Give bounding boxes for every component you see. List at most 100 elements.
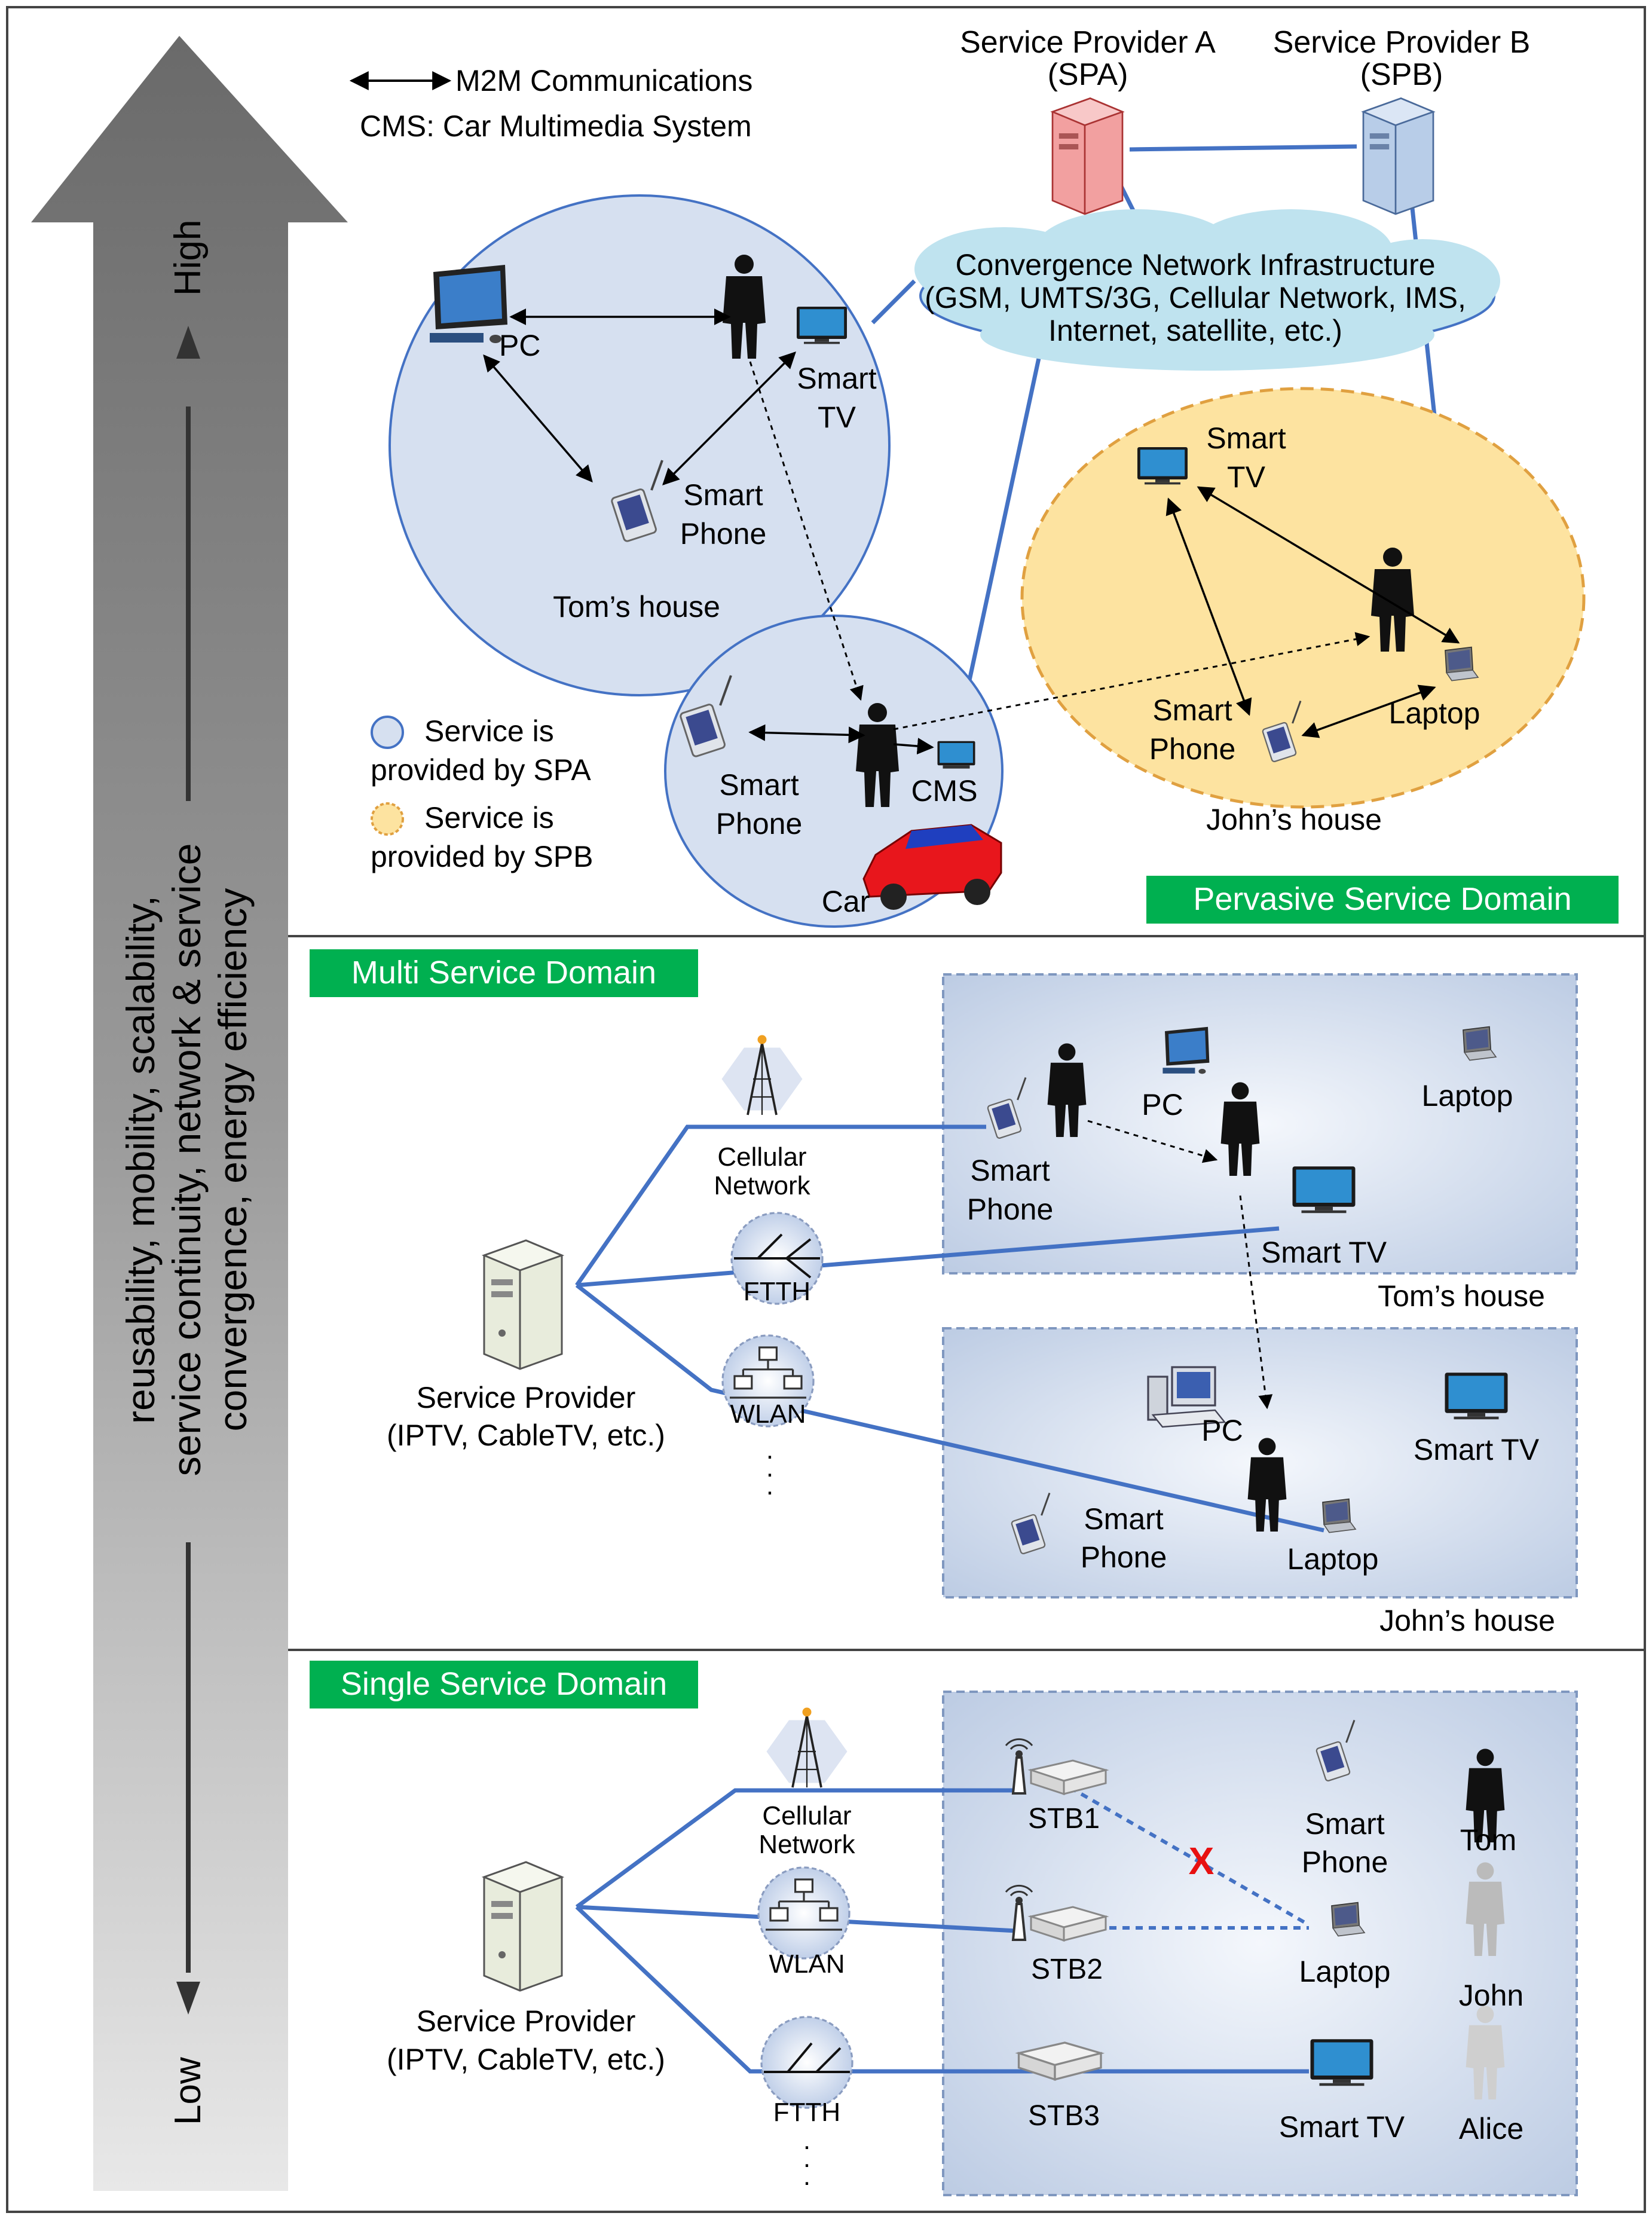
multi-wlan-label: WLAN <box>730 1399 806 1429</box>
stb1-label: STB1 <box>1028 1803 1100 1835</box>
cms-icon <box>937 741 975 769</box>
multi-john-pc-icon <box>1147 1366 1226 1428</box>
axis-desc-line-1: reusability, mobility, scalability, <box>118 895 163 1424</box>
tom-pc-phone-link <box>483 354 593 483</box>
axis-desc-line-2: service continuity, network & service <box>164 843 209 1477</box>
multi-john-pc-label: PC <box>1201 1414 1243 1447</box>
single-laptop-label: Laptop <box>1299 1955 1391 1988</box>
car-label: Car <box>822 885 870 918</box>
legend-cms-text: CMS: Car Multimedia System <box>360 109 752 143</box>
spa-title: Service Provider A <box>960 25 1216 60</box>
spb-server-icon <box>1361 97 1436 215</box>
multi-links <box>575 1124 1324 1533</box>
single-header-text: Single Service Domain <box>341 1666 667 1702</box>
cms-label: CMS <box>911 774 977 808</box>
tom-tv-phone-link <box>662 352 796 485</box>
multi-john-phone-label-2: Phone <box>1081 1541 1167 1574</box>
cloud-line-1: Convergence Network Infrastructure <box>955 248 1435 282</box>
tom-name-label: Tom <box>1460 1823 1516 1857</box>
john-tv-icon <box>1137 447 1188 485</box>
john-phone-label-2: Phone <box>1149 732 1236 766</box>
single-provider-server-icon <box>483 1861 563 1992</box>
multi-provider-server-icon <box>483 1239 563 1370</box>
multi-cellular-label-2: Network <box>714 1171 810 1200</box>
single-phone-label-1: Smart <box>1305 1807 1384 1841</box>
multi-header-text: Multi Service Domain <box>351 955 656 991</box>
single-cellular-label-1: Cellular <box>762 1801 851 1830</box>
car-to-john-dotted <box>893 632 1370 731</box>
multi-cellular-label-1: Cellular <box>717 1142 806 1172</box>
single-provider-line-1: Service Provider <box>417 2004 636 2038</box>
tom-pc-label: PC <box>499 329 540 362</box>
single-blocked-mark: X <box>1189 1839 1214 1882</box>
tom-phone-label-2: Phone <box>680 517 767 551</box>
single-wlan-label: WLAN <box>769 1949 845 1979</box>
multi-header <box>310 949 698 997</box>
single-ellipsis-3: . <box>803 2162 810 2191</box>
john-house-label: John’s house <box>1206 803 1382 836</box>
legend-spa-circle <box>371 716 404 749</box>
alice-name-label: Alice <box>1459 2112 1523 2145</box>
tom-house-label: Tom’s house <box>553 590 720 623</box>
john-tv-phone-link <box>1165 497 1252 716</box>
axis-desc-line-3: convergence, energy efficiency <box>210 888 255 1432</box>
single-tv-label: Smart TV <box>1279 2110 1405 2144</box>
legend-spb-line-1: Service is <box>424 801 554 835</box>
multi-tom-house-label: Tom’s house <box>1378 1279 1545 1313</box>
john-tv-label-1: Smart <box>1206 421 1286 455</box>
single-ftth-label: FTTH <box>773 2098 840 2127</box>
john-name-label: John <box>1459 1979 1523 2012</box>
john-person-icon-single <box>1466 1862 1505 1956</box>
legend-spb-line-2: provided by SPB <box>371 840 593 873</box>
multi-john-house-label: John’s house <box>1379 1604 1555 1637</box>
cloud-line-3: Internet, satellite, etc.) <box>1048 314 1342 347</box>
single-tv-icon <box>1310 2039 1373 2086</box>
multi-tom-to-john-move <box>1239 1195 1273 1410</box>
single-ellipsis-1: . <box>803 2126 810 2155</box>
multi-john-laptop-label: Laptop <box>1287 1542 1379 1576</box>
legend-m2m-text: M2M Communications <box>455 64 752 97</box>
multi-provider-line-2: (IPTV, CableTV, etc.) <box>387 1419 665 1452</box>
multi-tom-phone-label-1: Smart <box>970 1154 1050 1187</box>
multi-tom-laptop-label: Laptop <box>1422 1079 1513 1112</box>
tom-phone-label-1: Smart <box>683 478 763 512</box>
car-phone-label-1: Smart <box>719 768 799 802</box>
multi-tom-tv-label: Smart TV <box>1261 1236 1387 1269</box>
spa-server-icon <box>1050 97 1125 215</box>
multi-john-tv-label: Smart TV <box>1414 1433 1540 1466</box>
scale-arrow <box>31 36 348 2191</box>
multi-tom-pc-label: PC <box>1142 1088 1183 1121</box>
multi-tom-person-move <box>1087 1120 1218 1163</box>
multi-provider-line-1: Service Provider <box>417 1381 636 1414</box>
pervasive-header <box>1146 876 1619 924</box>
tom-tv-label-1: Smart <box>797 362 876 395</box>
multi-ellipsis-3: . <box>766 1471 773 1500</box>
single-phone-label-2: Phone <box>1302 1845 1388 1879</box>
alice-person-icon-single <box>1466 2006 1505 2099</box>
single-provider-line-2: (IPTV, CableTV, etc.) <box>387 2043 665 2076</box>
multi-tom-phone-label-2: Phone <box>967 1193 1054 1226</box>
convergence-cloud <box>914 209 1500 371</box>
axis-high: High <box>167 219 209 296</box>
multi-john-tv-icon <box>1445 1373 1508 1420</box>
legend-spa-line-1: Service is <box>424 714 554 748</box>
car-person-phone-link <box>748 724 865 744</box>
multi-tom-tv-icon <box>1292 1166 1356 1214</box>
multi-tom-house-box <box>942 973 1578 1274</box>
single-wlan-icon <box>757 1866 851 1960</box>
stb3-label: STB3 <box>1028 2100 1100 2132</box>
car-icon <box>862 824 1002 910</box>
john-house-ellipse <box>1020 387 1586 809</box>
single-ellipsis-2: . <box>803 2144 810 2173</box>
cloud-line-2: (GSM, UMTS/3G, Cellular Network, IMS, <box>925 281 1466 314</box>
single-header <box>310 1661 698 1708</box>
john-laptop-label: Laptop <box>1389 696 1480 730</box>
scale-down-arrowhead <box>176 1982 200 2015</box>
multi-ellipsis-2: . <box>766 1453 773 1483</box>
john-tv-label-2: TV <box>1227 460 1266 494</box>
spa-abbr: (SPA) <box>1048 57 1128 92</box>
stb2-label: STB2 <box>1031 1954 1103 1985</box>
multi-ellipsis-1: . <box>766 1435 773 1465</box>
axis-low: Low <box>167 2057 209 2125</box>
